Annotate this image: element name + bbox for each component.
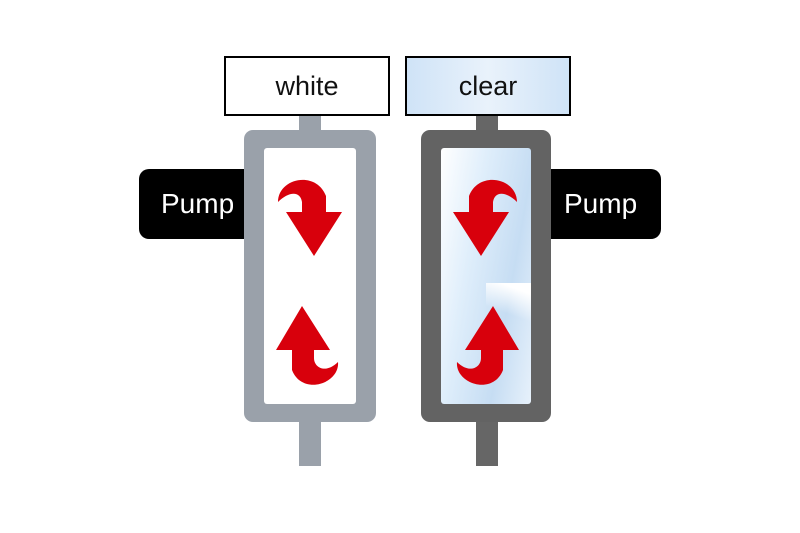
bottom-rod-white [299,420,321,466]
pump-tab-right: Pump [540,169,661,239]
label-white-text: white [275,70,339,101]
curved-arrow-up-icon [266,298,346,398]
label-clear: clear [405,56,571,116]
pump-label-right: Pump [564,188,638,219]
pump-label-left: Pump [161,188,235,219]
bottom-rod-clear [476,420,498,466]
cylinder-window-clear [441,148,531,404]
curved-arrow-up-icon [449,298,529,398]
label-clear-text: clear [458,70,518,101]
label-white: white [224,56,390,116]
cylinder-window-white [264,148,356,404]
cylinder-frame-clear [421,130,551,422]
curved-arrow-down-icon [445,164,525,264]
top-rod-white [299,116,321,132]
top-rod-clear [476,116,498,132]
cylinder-frame-white [244,130,376,422]
pump-tab-left: Pump [139,169,259,239]
curved-arrow-down-icon [270,164,350,264]
